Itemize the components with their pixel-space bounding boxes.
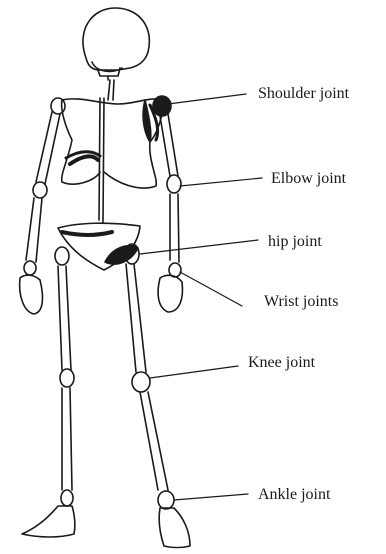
wrist-joints-label: Wrist joints: [264, 294, 338, 310]
skull: [83, 8, 149, 80]
hip-joint-left: [55, 247, 69, 265]
leg-right: [126, 264, 190, 548]
shoulder-joint-right: [153, 96, 171, 116]
leader-wrist: [180, 272, 242, 306]
ribcage: [62, 99, 166, 188]
leader-shoulder: [168, 94, 246, 104]
hip-joint-label: hip joint: [268, 234, 322, 250]
leg-left: [22, 266, 75, 537]
shoulder-joint-left: [51, 98, 65, 114]
leader-knee: [150, 366, 238, 378]
spine: [99, 80, 114, 222]
leader-hip: [140, 240, 258, 254]
arm-right: [158, 114, 182, 312]
ankle-joint-label: Ankle joint: [258, 487, 330, 503]
knee-joint-label: Knee joint: [248, 355, 315, 371]
leader-ankle: [174, 494, 248, 500]
elbow-joint-label: Elbow joint: [271, 171, 346, 187]
shoulder-joint-label: Shoulder joint: [258, 86, 349, 102]
arm-left: [20, 112, 60, 314]
leader-elbow: [180, 178, 262, 186]
